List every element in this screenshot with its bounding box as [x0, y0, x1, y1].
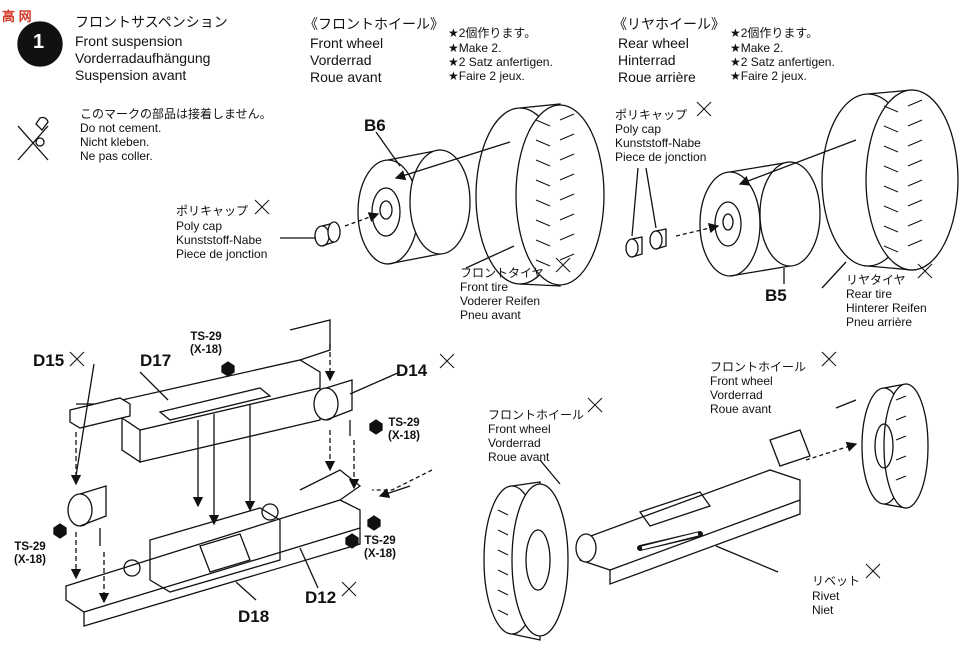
screw-label-bottom: TS-29(X-18): [364, 535, 396, 560]
rear-poly-cap-en: Poly cap: [615, 122, 662, 136]
front-tire-fr: Pneu avant: [460, 308, 521, 322]
front-tire-de: Voderer Reifen: [460, 294, 541, 308]
assembly-front-wheel-left-ja: フロントホイール: [488, 408, 585, 422]
rear-wheel-title-en: Rear wheel: [618, 35, 689, 51]
front-wheel-note-fr: ★Faire 2 jeux.: [448, 69, 525, 83]
front-poly-cap-de: Kunststoff-Nabe: [176, 233, 262, 247]
rear-tire-de: Hinterer Reifen: [846, 301, 927, 315]
front-wheel-left-image: [483, 481, 569, 641]
front-poly-cap-ja: ポリキャップ: [176, 204, 249, 218]
assembly-front-wheel-right-de: Vorderrad: [710, 388, 763, 402]
screw-label-top: TS-29(X-18): [190, 331, 222, 356]
step-title-fr: Suspension avant: [75, 67, 187, 83]
front-wheel-title-fr: Roue avant: [310, 69, 382, 85]
part-label-d14: D14: [396, 361, 428, 380]
front-tire-image: [475, 103, 605, 287]
no-cement-de: Nicht kleben.: [80, 135, 150, 149]
rear-wheel-note-en: ★Make 2.: [730, 41, 784, 55]
screw-label-left: TS-29(X-18): [14, 541, 46, 566]
front-wheel-note-ja: ★2個作ります。: [448, 26, 537, 40]
front-wheel-title-en: Front wheel: [310, 35, 384, 51]
assembly-front-wheel-right-ja: フロントホイール: [710, 360, 807, 374]
part-d17-bracket: [69, 319, 331, 464]
rear-tire-fr: Pneu arrière: [846, 315, 913, 329]
screw-icon: [53, 361, 383, 549]
rear-wheel-note-de: ★2 Satz anfertigen.: [730, 55, 835, 69]
step-number-badge: [17, 21, 63, 67]
no-cement-ja: このマークの部品は接着しません。: [80, 107, 272, 121]
rear-poly-caps: [625, 228, 667, 258]
front-wheel-rim-b6: [357, 149, 471, 265]
step-title-ja: フロントサスペンション: [75, 14, 228, 30]
step-title-de: Vorderradaufhängung: [75, 50, 211, 66]
rear-wheel-title-de: Hinterrad: [618, 52, 676, 68]
front-axle-assembly: [575, 429, 858, 585]
assembly-front-wheel-left-en: Front wheel: [488, 422, 551, 436]
part-label-d12: D12: [305, 588, 337, 607]
front-wheel-title-de: Vorderrad: [310, 52, 372, 68]
part-d18-chassis: [65, 469, 362, 627]
step-number: 1: [33, 31, 45, 53]
rear-wheel-note-fr: ★Faire 2 jeux.: [730, 69, 807, 83]
assembly-front-wheel-left-de: Vorderrad: [488, 436, 541, 450]
screw-label-right: TS-29(X-18): [388, 417, 420, 442]
front-wheel-note-en: ★Make 2.: [448, 41, 502, 55]
rivet-en: Rivet: [812, 589, 840, 603]
rear-wheel-rim-b5: [699, 161, 821, 277]
rivet-ja: リベット: [812, 574, 861, 588]
no-cement-mark-group: [69, 101, 933, 597]
assembly-front-wheel-right-fr: Roue avant: [710, 402, 772, 416]
rear-wheel-note-ja: ★2個作ります。: [730, 26, 819, 40]
step-title-en: Front suspension: [75, 33, 183, 49]
assembly-front-wheel-left-fr: Roue avant: [488, 450, 550, 464]
part-label-b6: B6: [364, 116, 386, 135]
front-tire-ja: フロントタイヤ: [460, 266, 544, 280]
no-cement-fr: Ne pas coller.: [80, 149, 153, 163]
rear-poly-cap-de: Kunststoff-Nabe: [615, 136, 701, 150]
front-wheel-right-image: [861, 383, 929, 509]
no-cement-en: Do not cement.: [80, 121, 162, 135]
rear-poly-cap-ja: ポリキャップ: [615, 108, 688, 122]
front-wheel-title-ja: 《フロントホイール》: [304, 16, 444, 32]
front-poly-cap-fr: Piece de jonction: [176, 247, 268, 261]
no-cement-icon: [17, 116, 49, 161]
part-label-d17: D17: [140, 351, 172, 370]
rear-wheel-title-ja: 《リヤホイール》: [613, 16, 725, 32]
rivet-de: Niet: [812, 603, 834, 617]
rear-poly-cap-fr: Piece de jonction: [615, 150, 707, 164]
front-tire-en: Front tire: [460, 280, 509, 294]
rear-tire-ja: リヤタイヤ: [846, 273, 906, 287]
assembly-front-wheel-right-en: Front wheel: [710, 374, 773, 388]
rear-tire-en: Rear tire: [846, 287, 893, 301]
front-wheel-note-de: ★2 Satz anfertigen.: [448, 55, 553, 69]
front-poly-cap: [314, 221, 341, 247]
part-label-b5: B5: [765, 286, 787, 305]
part-d14-knuckle: [313, 379, 353, 436]
part-label-d15: D15: [33, 351, 65, 370]
rear-tire-image: [821, 89, 959, 271]
rear-wheel-title-fr: Roue arrière: [618, 69, 696, 85]
part-label-d18: D18: [238, 607, 270, 626]
part-d15-knuckle: [67, 485, 107, 546]
watermark-text: 高 网: [2, 9, 32, 24]
front-poly-cap-en: Poly cap: [176, 219, 223, 233]
